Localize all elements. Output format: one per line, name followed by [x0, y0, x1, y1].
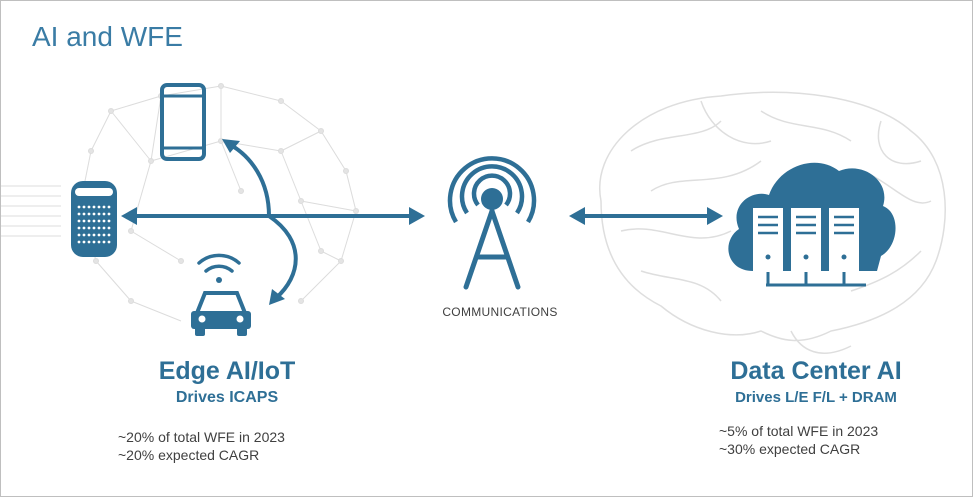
cell-tower-icon: [447, 156, 537, 290]
connected-car-icon: [191, 291, 251, 336]
edge-arrows: [131, 142, 413, 300]
edge-stat-wfe: ~20% of total WFE in 2023: [118, 429, 285, 445]
edge-arrowheads: [121, 139, 425, 305]
cloud-server-icon: [728, 162, 896, 287]
edge-stat-cagr: ~20% expected CAGR: [118, 447, 260, 463]
datacenter-title: Data Center AI: [730, 357, 902, 385]
edge-title: Edge AI/IoT: [158, 357, 296, 385]
wifi-icon: [197, 253, 241, 283]
smart-speaker-icon: [71, 181, 117, 257]
datacenter-subtitle: Drives L/E F/L + DRAM: [735, 389, 897, 406]
page-title: AI and WFE: [32, 21, 183, 52]
edge-stats: ~20% of total WFE in 2023 ~20% expected …: [118, 428, 285, 464]
datacenter-arrow: [569, 207, 723, 225]
datacenter-stat-cagr: ~30% expected CAGR: [719, 441, 861, 457]
datacenter-stat-wfe: ~5% of total WFE in 2023: [719, 423, 879, 439]
datacenter-stats: ~5% of total WFE in 2023 ~30% expected C…: [719, 422, 878, 458]
network-mesh-art: [1, 83, 359, 322]
communications-label: COMMUNICATIONS: [442, 305, 558, 319]
smartphone-icon: [160, 83, 206, 161]
edge-subtitle: Drives ICAPS: [175, 389, 279, 406]
